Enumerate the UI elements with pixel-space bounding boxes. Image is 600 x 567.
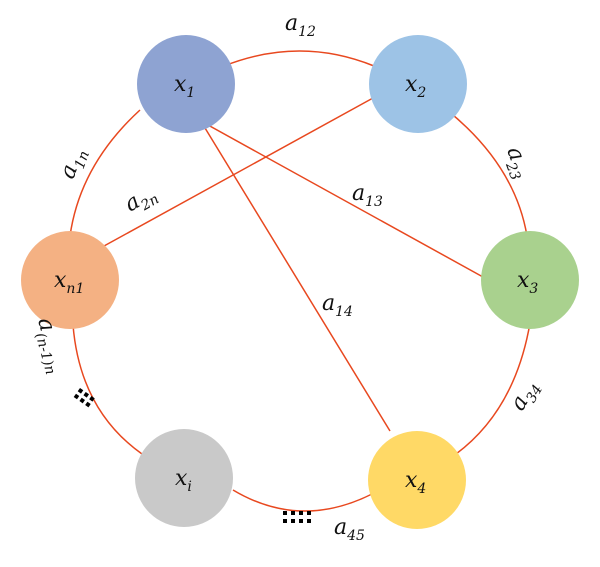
node-x4-label: x4 (405, 468, 426, 497)
ellipsis-dot (291, 519, 295, 523)
edge-a2n (103, 97, 374, 247)
ellipsis-dot (291, 511, 295, 515)
edge-a34 (455, 322, 531, 455)
node-x1-label: x1 (174, 72, 195, 101)
ellipsis-dot (85, 401, 91, 408)
edge-a1n (69, 109, 141, 237)
edge-a14 (204, 127, 391, 432)
edge-a13 (207, 124, 484, 278)
ellipsis-dot (283, 519, 287, 523)
node-x1 (137, 35, 235, 133)
ellipsis-dot (283, 511, 287, 515)
ellipsis-dot (299, 511, 303, 515)
ellipsis-dot (79, 397, 85, 404)
ellipsis-dot (307, 511, 311, 515)
edge-a45 (232, 489, 373, 512)
edge-a34-label: a34 (506, 376, 547, 417)
edge-a23-label: a23 (498, 144, 536, 183)
node-xi-label: xi (175, 466, 192, 495)
edge-a2n-label: a2n (121, 180, 162, 221)
ellipsis-dots-bottom (283, 511, 311, 523)
node-x2 (369, 35, 467, 133)
edge-a1n-label: a1n (55, 144, 93, 183)
node-xn1 (21, 231, 119, 329)
edge-a12 (223, 50, 375, 67)
node-x3 (481, 231, 579, 329)
ellipsis-dot (73, 393, 80, 400)
edge-a45-label: a45 (334, 515, 365, 544)
ellipsis-dots-left (73, 388, 95, 408)
ellipsis-dot (89, 396, 95, 402)
ellipsis-dot (77, 388, 84, 394)
edge-a13-label: a13 (352, 181, 383, 210)
node-x2-label: x2 (405, 72, 426, 101)
node-xn1-label: xn1 (54, 268, 84, 297)
edge-a23 (446, 109, 528, 237)
edge-a-n-1-n (72, 324, 143, 455)
ellipsis-dot (299, 519, 303, 523)
edge-a12-label: a12 (285, 11, 316, 40)
node-x3-label: x3 (517, 268, 538, 297)
ellipsis-dot (83, 392, 90, 398)
edge-a14-label: a14 (322, 291, 353, 320)
node-xi (135, 429, 233, 527)
ellipsis-dot (307, 519, 311, 523)
node-x4 (368, 431, 466, 529)
